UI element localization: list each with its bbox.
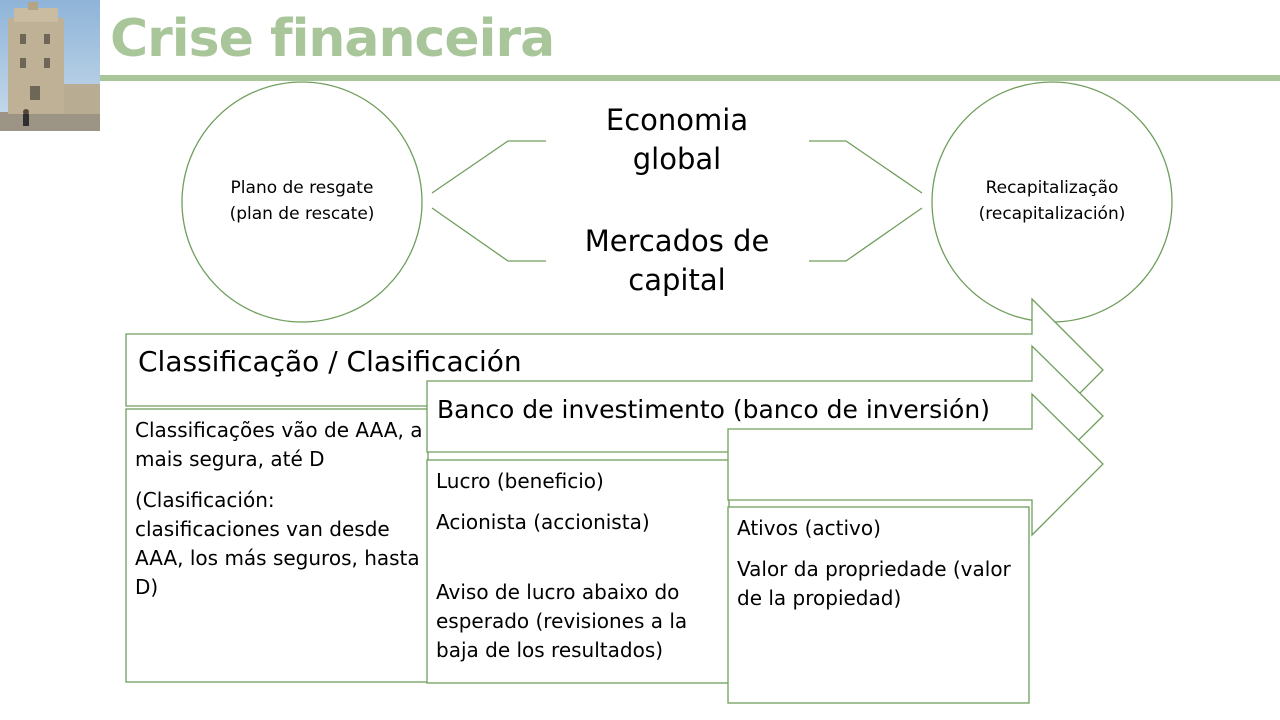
step1-body: Classificações vão de AAA, a mais segura… bbox=[135, 416, 425, 614]
right-circle-line1: Recapitalização bbox=[932, 175, 1172, 201]
step3-body-item: Ativos (activo) bbox=[737, 514, 1022, 543]
center-bottom-label: Mercados de capital bbox=[527, 222, 827, 300]
right-circle-label: Recapitalização (recapitalización) bbox=[932, 175, 1172, 227]
step2-body-item: Lucro (beneficio) bbox=[436, 467, 721, 496]
step2-body: Lucro (beneficio) Acionista (accionista)… bbox=[436, 467, 721, 677]
step3-body: Ativos (activo) Valor da propriedade (va… bbox=[737, 514, 1022, 625]
center-top-line2: global bbox=[527, 140, 827, 179]
right-circle-line2: (recapitalización) bbox=[932, 201, 1172, 227]
center-bottom-line2: capital bbox=[527, 261, 827, 300]
step1-body-item: (Clasificación: clasificaciones van desd… bbox=[135, 486, 425, 602]
left-circle-line1: Plano de resgate bbox=[182, 175, 422, 201]
step2-body-item: Aviso de lucro abaixo do esperado (revis… bbox=[436, 578, 721, 665]
left-circle-line2: (plan de rescate) bbox=[182, 201, 422, 227]
center-top-label: Economia global bbox=[527, 101, 827, 179]
left-circle-label: Plano de resgate (plan de rescate) bbox=[182, 175, 422, 227]
step1-body-item: Classificações vão de AAA, a mais segura… bbox=[135, 416, 425, 474]
center-top-line1: Economia bbox=[527, 101, 827, 140]
step2-body-item: Acionista (accionista) bbox=[436, 508, 721, 537]
step2-header: Banco de investimento (banco de inversió… bbox=[437, 394, 990, 426]
step1-header: Classificação / Clasificación bbox=[138, 344, 522, 380]
step3-body-item: Valor da propriedade (valor de la propie… bbox=[737, 555, 1022, 613]
center-bottom-line1: Mercados de bbox=[527, 222, 827, 261]
